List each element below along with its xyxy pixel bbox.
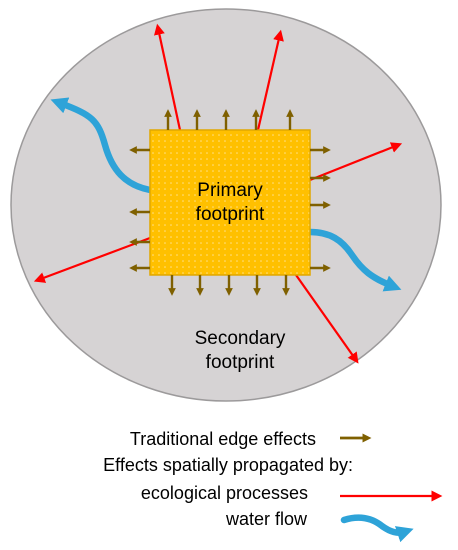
water-flow-arrow-east xyxy=(306,228,402,292)
ecological-arrow-north-west xyxy=(154,23,182,131)
edge-effect-arrows xyxy=(129,109,331,296)
water-flow-arrow-west xyxy=(50,97,154,194)
legend-propagated-label: Effects spatially propagated by: xyxy=(103,455,353,475)
primary-footprint-label-line1: Primary xyxy=(197,180,263,201)
legend-water-flow-label: water flow xyxy=(225,509,308,529)
secondary-footprint-label-line1: Secondary xyxy=(195,328,286,349)
legend: Traditional edge effects Effects spatial… xyxy=(103,429,443,543)
primary-footprint-square xyxy=(149,129,311,276)
ecological-arrow-south-east xyxy=(295,274,359,364)
legend-water-flow-icon xyxy=(340,514,414,543)
secondary-footprint-label-line2: footprint xyxy=(206,352,275,373)
ecological-arrow-north-east xyxy=(256,29,284,131)
legend-edge-effects-label: Traditional edge effects xyxy=(130,429,316,449)
legend-ecological-label: ecological processes xyxy=(141,483,308,503)
water-flow-arrows xyxy=(50,97,402,292)
primary-footprint-label-line2: footprint xyxy=(196,204,265,225)
